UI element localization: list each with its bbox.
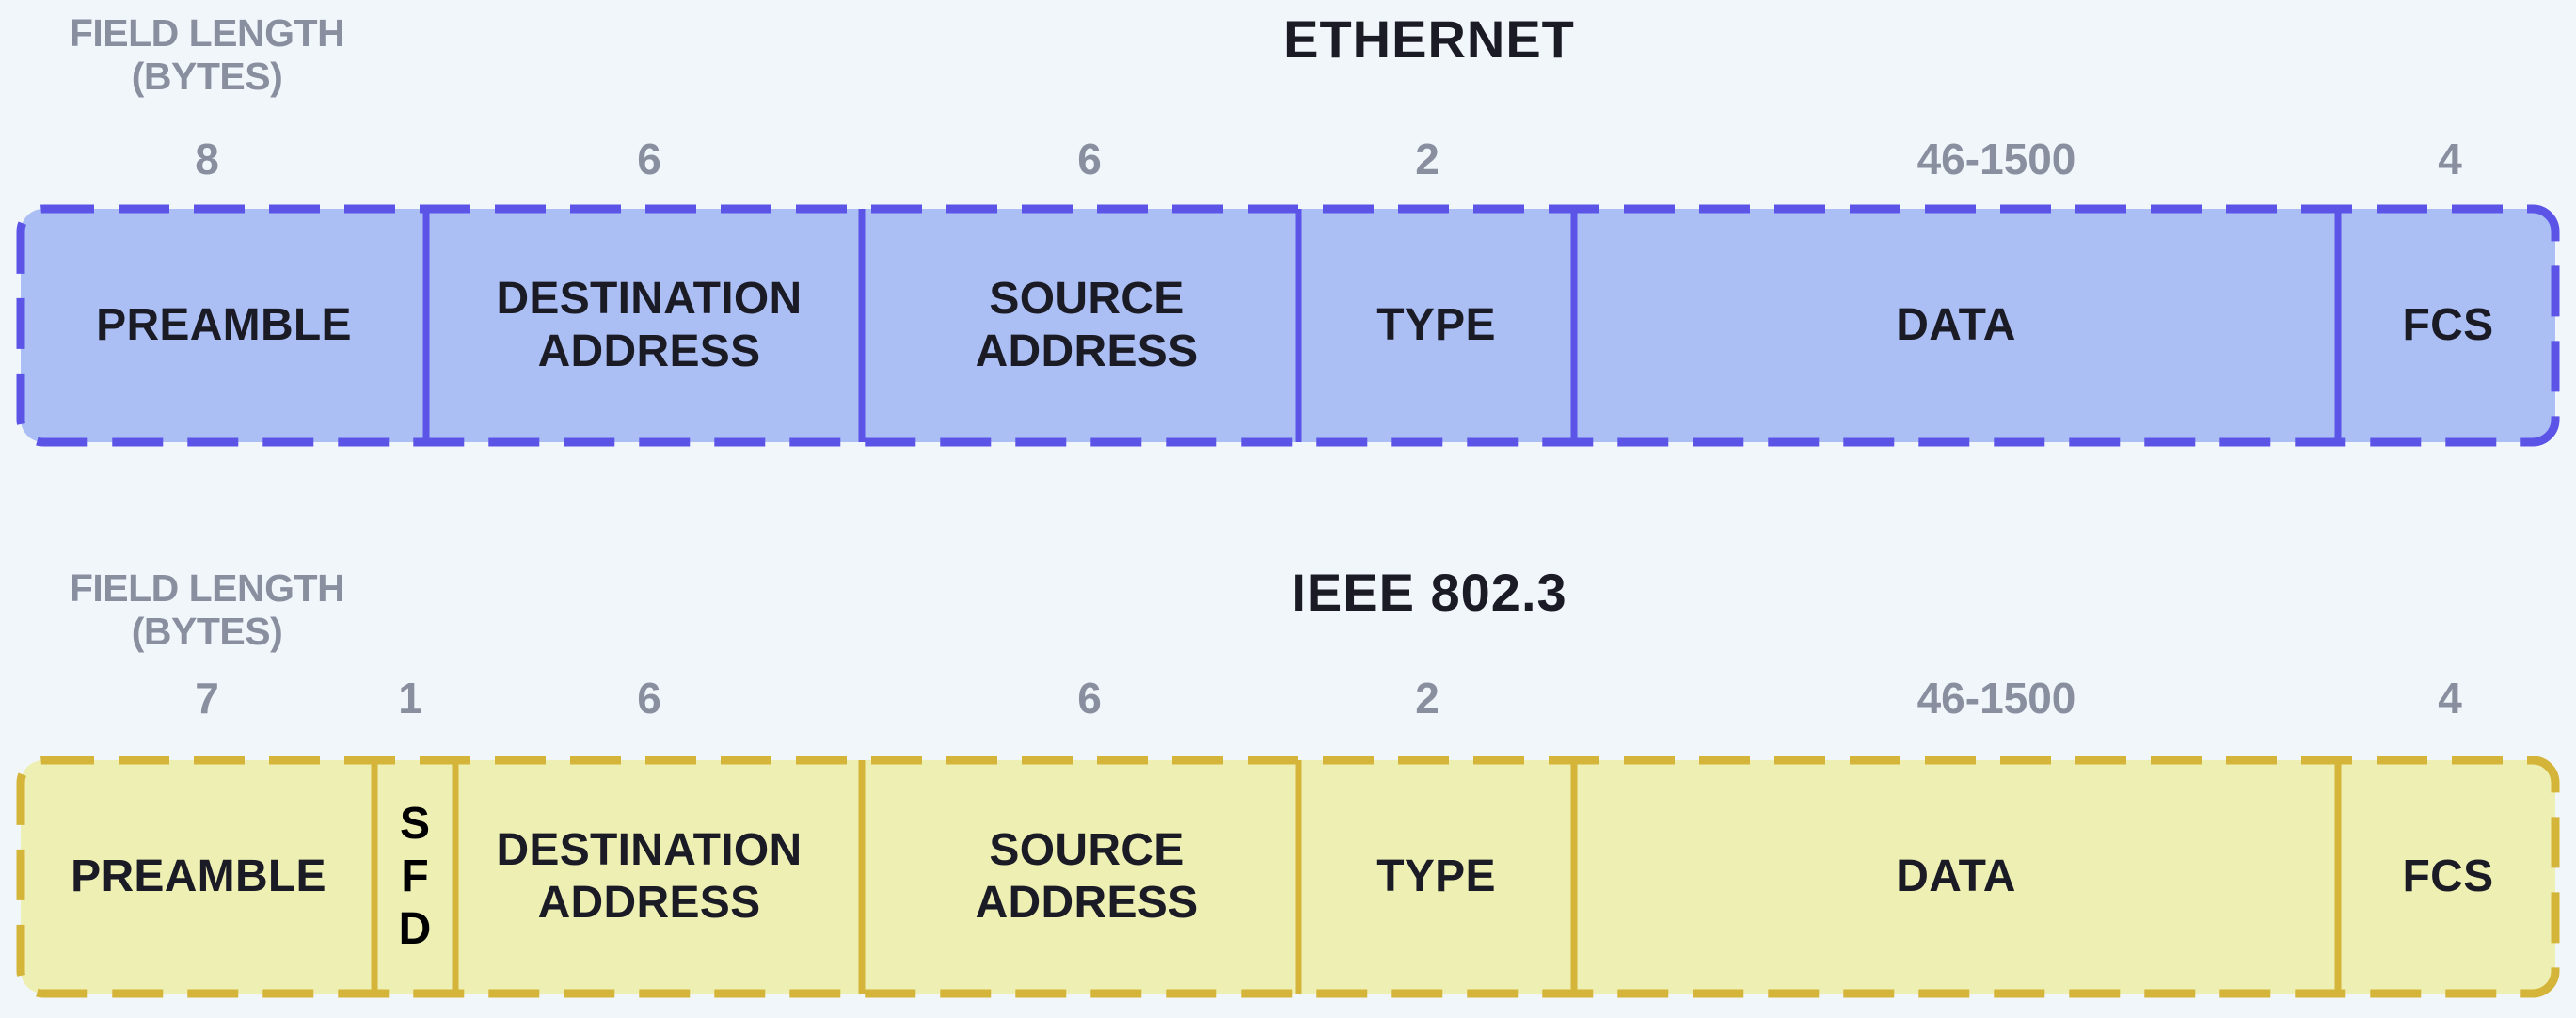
- ieee-bytes-type: 2: [1415, 674, 1439, 723]
- ethernet-frame-box: [16, 204, 2560, 447]
- ethernet-bytes-type: 2: [1415, 135, 1439, 183]
- ieee-bytes-data: 46-1500: [1916, 674, 2076, 723]
- ieee-field-source-address: SOURCE ADDRESS: [975, 825, 1199, 928]
- ieee-field-type: TYPE: [1376, 851, 1496, 901]
- ethernet-field-fcs: FCS: [2402, 300, 2494, 350]
- ieee-field-fcs: FCS: [2402, 851, 2494, 901]
- ethernet-bytes-fcs: 4: [2438, 135, 2462, 183]
- ethernet-bytes-destination: 6: [637, 135, 661, 183]
- ieee-field-data: DATA: [1896, 851, 2016, 901]
- ieee-field-length-label: FIELD LENGTH (BYTES): [69, 566, 345, 653]
- ethernet-title: ETHERNET: [1283, 9, 1575, 69]
- ethernet-bytes-source: 6: [1077, 135, 1102, 183]
- ethernet-frame: [16, 204, 2560, 447]
- ieee-bytes-sfd: 1: [398, 674, 422, 723]
- ieee-bytes-fcs: 4: [2438, 674, 2462, 723]
- ieee-field-preamble: PREAMBLE: [71, 851, 326, 901]
- sfd-letter: S: [399, 799, 430, 849]
- ieee-frame: [16, 756, 2560, 998]
- ieee-bytes-source: 6: [1077, 674, 1102, 723]
- ethernet-bytes-preamble: 8: [195, 135, 219, 183]
- ethernet-field-source-address: SOURCE ADDRESS: [975, 274, 1199, 376]
- ieee-field-destination-address: DESTINATION ADDRESS: [496, 825, 803, 928]
- sfd-letter: F: [401, 851, 429, 901]
- ieee-title: IEEE 802.3: [1291, 563, 1567, 622]
- ethernet-field-length-label: FIELD LENGTH (BYTES): [69, 11, 345, 98]
- ethernet-field-type: TYPE: [1376, 300, 1496, 350]
- sfd-letter: D: [398, 904, 432, 954]
- ieee-bytes-preamble: 7: [195, 674, 219, 723]
- ethernet-field-preamble: PREAMBLE: [96, 300, 352, 350]
- ethernet-bytes-data: 46-1500: [1916, 135, 2076, 183]
- ieee-field-sfd: S F D: [377, 764, 453, 990]
- ethernet-field-data: DATA: [1896, 300, 2016, 350]
- ieee-frame-box: [16, 756, 2560, 998]
- ieee-bytes-destination: 6: [637, 674, 661, 723]
- ethernet-field-destination-address: DESTINATION ADDRESS: [496, 274, 803, 376]
